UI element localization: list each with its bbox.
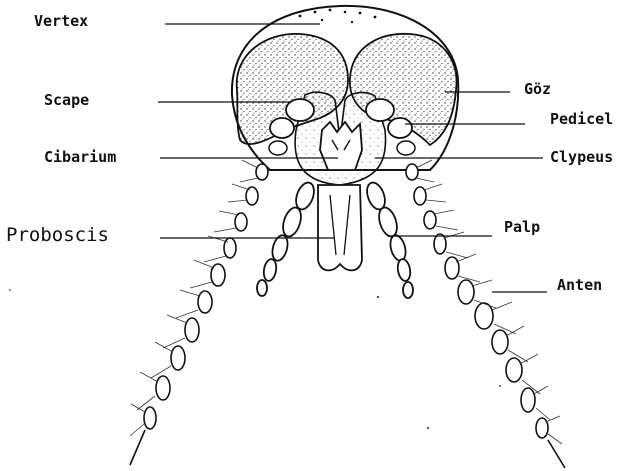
left-antenna — [130, 164, 268, 465]
paper-specks — [9, 289, 501, 429]
label-proboscis: Proboscis — [6, 226, 109, 245]
label-pedicel: Pedicel — [550, 112, 613, 127]
cibarium-structure — [320, 122, 362, 170]
right-antenna-bristles — [416, 160, 562, 444]
label-cibarium: Cibarium — [44, 150, 116, 165]
label-scape: Scape — [44, 93, 89, 108]
label-clypeus: Clypeus — [550, 150, 613, 165]
proboscis-structure — [318, 185, 362, 270]
label-anten: Anten — [557, 278, 602, 293]
label-vertex: Vertex — [34, 14, 88, 29]
right-palp — [364, 180, 413, 298]
label-goz: Göz — [524, 82, 551, 97]
label-palp: Palp — [504, 220, 540, 235]
right-antenna — [406, 164, 565, 468]
left-antenna-bristles — [130, 160, 258, 436]
